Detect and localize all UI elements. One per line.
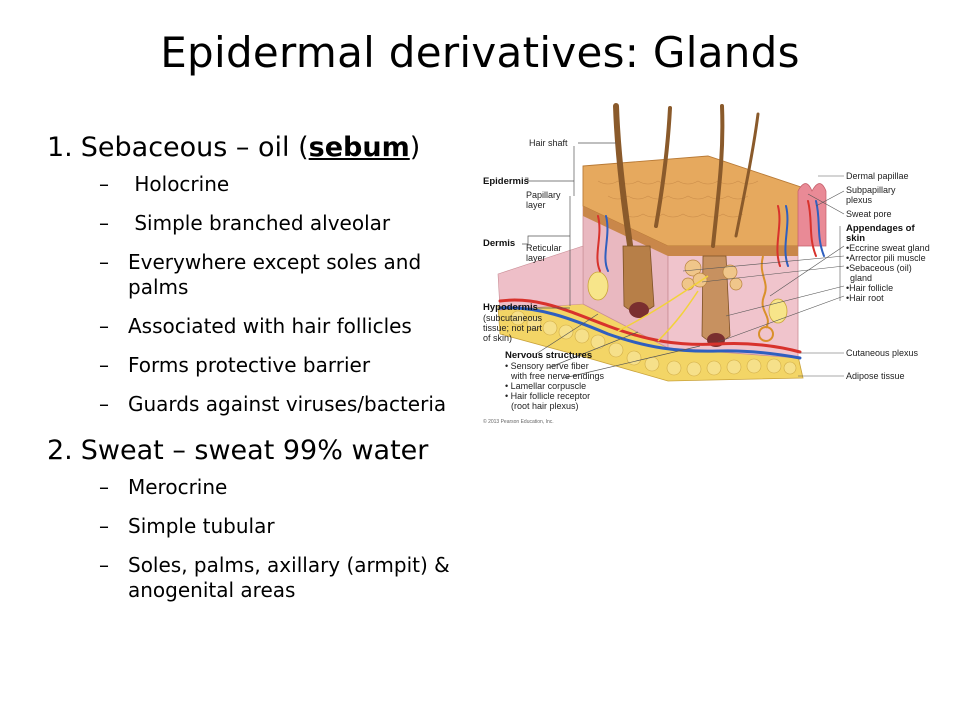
section-sweat: 2. Sweat – sweat 99% water –Merocrine –S… bbox=[47, 431, 487, 603]
dash-bullet: – bbox=[99, 314, 109, 338]
list-item-text: Associated with hair follicles bbox=[128, 314, 412, 338]
right-leaders bbox=[682, 175, 845, 377]
label-arrector-pili: •Arrector pili muscle bbox=[846, 253, 926, 263]
sweat-gland bbox=[758, 255, 774, 342]
list-item: –Simple tubular bbox=[47, 514, 487, 539]
list-item: – Holocrine bbox=[47, 172, 487, 197]
hair-follicle bbox=[622, 245, 731, 347]
label-reticular-2: layer bbox=[526, 253, 546, 263]
label-nerve-3: • Hair follicle receptor bbox=[505, 391, 590, 401]
sweat-list: –Merocrine –Simple tubular –Soles, palms… bbox=[47, 475, 487, 603]
list-item-text: Forms protective barrier bbox=[128, 353, 371, 377]
label-adipose-tissue: Adipose tissue bbox=[846, 371, 905, 381]
dermis-block bbox=[497, 205, 799, 359]
blood-vessels bbox=[498, 200, 825, 360]
section-heading-text: Sebaceous – oil (sebum) bbox=[81, 128, 421, 168]
label-nerve-1: • Sensory nerve fiber bbox=[505, 361, 589, 371]
label-sebaceous-gland-2: gland bbox=[850, 273, 872, 283]
list-item: –Guards against viruses/bacteria bbox=[47, 392, 487, 417]
label-reticular-1: Reticular bbox=[526, 243, 562, 253]
list-item: –Associated with hair follicles bbox=[47, 314, 487, 339]
sebum-term: sebum bbox=[308, 132, 410, 163]
slide-title: Epidermal derivatives: Glands bbox=[160, 28, 800, 77]
list-item-text: Simple branched alveolar bbox=[128, 211, 391, 235]
left-labels: Hair shaft Epidermis Papillary layer Der… bbox=[483, 138, 605, 425]
list-item: – Simple branched alveolar bbox=[47, 211, 487, 236]
label-hair-root: •Hair root bbox=[846, 293, 884, 303]
left-brackets bbox=[522, 142, 701, 379]
label-hypo-note-1: (subcutaneous bbox=[483, 313, 543, 323]
label-copyright: © 2013 Pearson Education, Inc. bbox=[483, 418, 554, 425]
list-item-text: Soles, palms, axillary (armpit) & anogen… bbox=[128, 553, 450, 602]
label-sweat-pore: Sweat pore bbox=[846, 209, 892, 219]
list-item-text: Everywhere except soles and palms bbox=[128, 250, 422, 299]
skin-diagram: Hair shaft Epidermis Papillary layer Der… bbox=[478, 96, 960, 431]
label-hypodermis: Hypodermis bbox=[483, 302, 538, 313]
label-sebaceous-gland-1: •Sebaceous (oil) bbox=[846, 263, 912, 273]
section-sebaceous: 1. Sebaceous – oil (sebum) – Holocrine –… bbox=[47, 128, 487, 417]
section-heading-sweat: 2. Sweat – sweat 99% water bbox=[47, 431, 487, 471]
lamellar-corpuscle bbox=[587, 271, 788, 324]
section-number: 1. bbox=[47, 132, 73, 163]
list-item: –Merocrine bbox=[47, 475, 487, 500]
label-nerve-3b: (root hair plexus) bbox=[511, 401, 579, 411]
label-nerve-2: • Lamellar corpuscle bbox=[505, 381, 586, 391]
label-hypo-note-3: of skin) bbox=[483, 333, 512, 343]
skin-diagram-svg: Hair shaft Epidermis Papillary layer Der… bbox=[483, 103, 930, 425]
dash-bullet: – bbox=[99, 475, 109, 499]
label-cutaneous-plexus: Cutaneous plexus bbox=[846, 348, 919, 358]
dash-bullet: – bbox=[99, 353, 109, 377]
label-eccrine-sweat-gland: •Eccrine sweat gland bbox=[846, 243, 930, 253]
list-item-text: Holocrine bbox=[128, 172, 230, 196]
section-number: 2. bbox=[47, 435, 73, 466]
label-nervous-structures: Nervous structures bbox=[505, 350, 592, 361]
label-nerve-1b: with free nerve endings bbox=[510, 371, 605, 381]
label-subpapillary-2: plexus bbox=[846, 195, 873, 205]
label-hair-shaft: Hair shaft bbox=[529, 138, 568, 148]
label-subpapillary-1: Subpapillary bbox=[846, 185, 896, 195]
heading-text-part: ) bbox=[409, 132, 421, 163]
sebaceous-list: – Holocrine – Simple branched alveolar –… bbox=[47, 172, 487, 417]
label-epidermis: Epidermis bbox=[483, 176, 529, 187]
dash-bullet: – bbox=[99, 553, 109, 577]
list-item-text: Merocrine bbox=[128, 475, 228, 499]
label-dermis: Dermis bbox=[483, 238, 515, 249]
list-item: –Everywhere except soles and palms bbox=[47, 250, 487, 300]
label-appendages-2: skin bbox=[846, 233, 865, 244]
label-hypo-note-2: tissue; not part bbox=[483, 323, 543, 333]
label-hair-follicle: •Hair follicle bbox=[846, 283, 893, 293]
dash-bullet: – bbox=[99, 211, 109, 235]
dash-bullet: – bbox=[99, 172, 109, 196]
list-item-text: Guards against viruses/bacteria bbox=[128, 392, 447, 416]
dash-bullet: – bbox=[99, 250, 109, 274]
label-papillary-2: layer bbox=[526, 200, 546, 210]
list-item-text: Simple tubular bbox=[128, 514, 275, 538]
list-item: –Soles, palms, axillary (armpit) & anoge… bbox=[47, 553, 487, 603]
section-heading-sebaceous: 1. Sebaceous – oil (sebum) bbox=[47, 128, 487, 168]
dash-bullet: – bbox=[99, 514, 109, 538]
bullet-content: 1. Sebaceous – oil (sebum) – Holocrine –… bbox=[47, 128, 487, 617]
label-papillary-1: Papillary bbox=[526, 190, 561, 200]
right-labels: Dermal papillae Subpapillary plexus Swea… bbox=[846, 171, 930, 381]
dash-bullet: – bbox=[99, 392, 109, 416]
label-dermal-papillae: Dermal papillae bbox=[846, 171, 909, 181]
heading-text-part: Sebaceous – oil ( bbox=[80, 132, 309, 163]
label-appendages-1: Appendages of bbox=[846, 223, 915, 234]
section-heading-text: Sweat – sweat 99% water bbox=[80, 435, 429, 466]
list-item: –Forms protective barrier bbox=[47, 353, 487, 378]
nerve-fibers bbox=[617, 275, 709, 342]
